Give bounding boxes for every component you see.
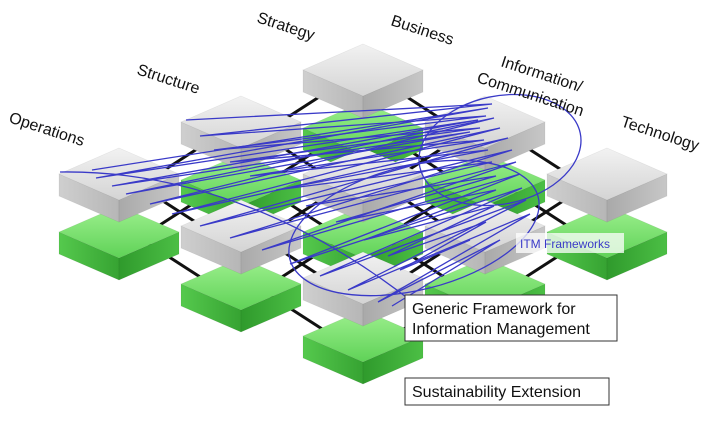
green-block-right-face	[606, 231, 668, 281]
green-block-right-face	[118, 231, 180, 281]
sustainability-label: Sustainability Extension	[412, 384, 581, 401]
green-block-top-face	[180, 257, 302, 311]
green-block-top-face	[58, 205, 180, 259]
grey-block-top-face	[302, 43, 424, 97]
label-technology: Technology	[619, 114, 701, 155]
green-block-1-2	[180, 257, 302, 333]
itm-frameworks-ellipse-lower	[288, 159, 540, 297]
green-block-0-2	[58, 205, 180, 281]
grey-block-0-0	[302, 43, 424, 119]
green-block-top-face	[302, 309, 424, 363]
label-operations: Operations	[7, 110, 87, 150]
generic-framework-line2: Information Management	[412, 321, 590, 338]
grey-block-2-0	[546, 147, 668, 223]
generic-framework-line1: Generic Framework for	[412, 301, 576, 318]
grey-block-top-face	[546, 147, 668, 201]
grey-block-1-2	[180, 199, 302, 275]
itm-frameworks-label: ITM Frameworks	[520, 237, 610, 251]
grey-block-top-face	[180, 199, 302, 253]
label-business: Business	[389, 13, 456, 49]
grey-block-right-face	[606, 173, 668, 223]
label-structure: Structure	[135, 62, 202, 98]
itm-frameworks-ellipse-upper	[418, 93, 582, 207]
generic-framework-callout: Generic Framework for Information Manage…	[404, 294, 618, 342]
itm-framework-scribble	[59, 93, 582, 307]
grey-block-right-face	[240, 225, 302, 275]
green-block-2-2	[302, 309, 424, 385]
itm-frameworks-callout: ITM Frameworks	[516, 233, 624, 253]
label-strategy: Strategy	[255, 10, 317, 45]
sustainability-callout: Sustainability Extension	[404, 377, 610, 406]
